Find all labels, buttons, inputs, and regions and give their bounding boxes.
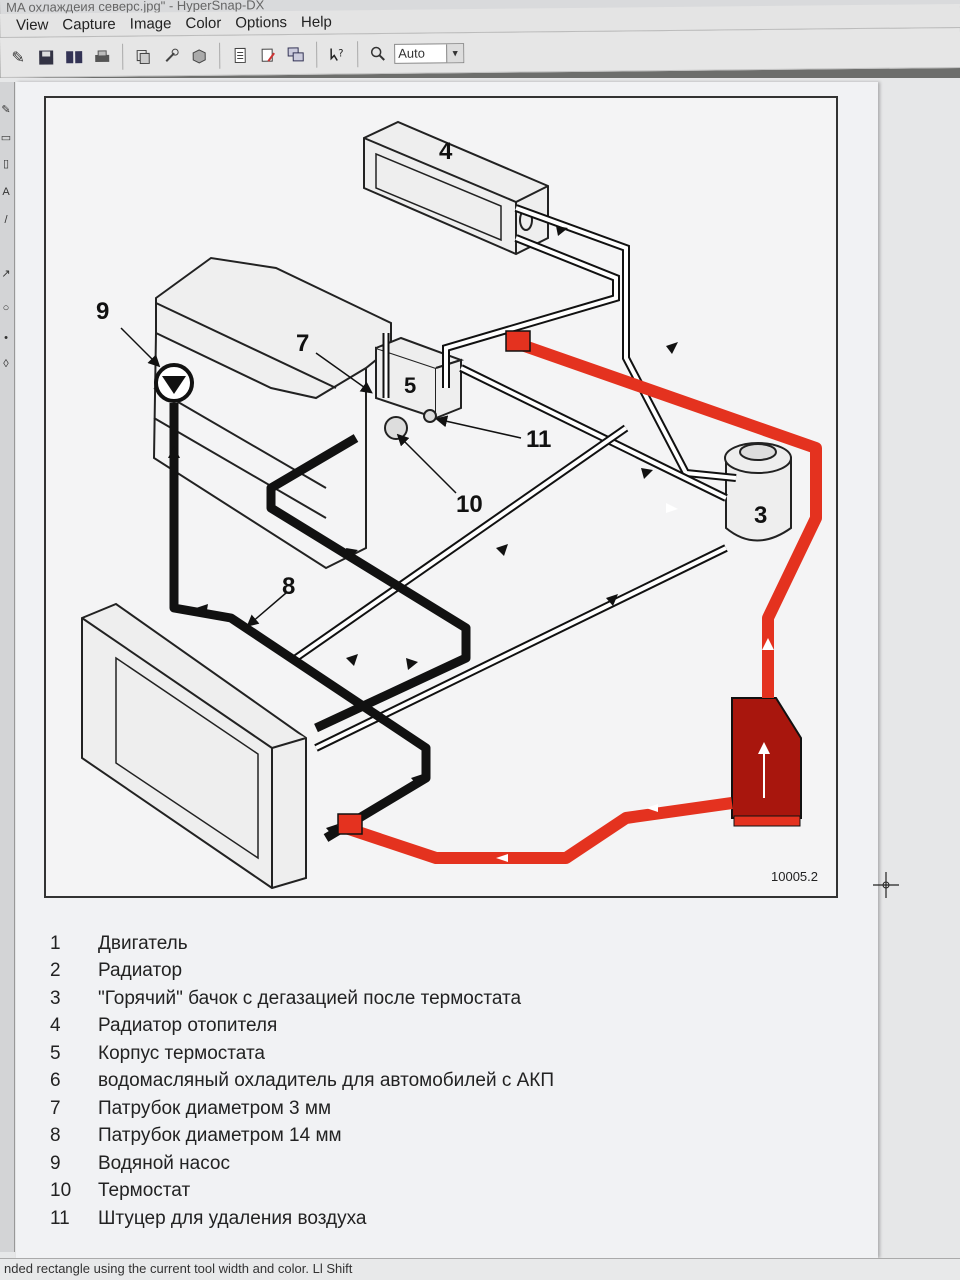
copy-icon[interactable] <box>131 44 155 68</box>
save-icon[interactable] <box>34 45 58 69</box>
menu-options[interactable]: Options <box>235 13 288 32</box>
crosshair-cursor-icon <box>873 872 899 898</box>
hot-hose-fittings <box>337 330 531 835</box>
toolbar-separator <box>357 40 359 67</box>
callout-7: 7 <box>296 330 310 357</box>
toolbar: ✎ ? Auto ▼ <box>0 27 960 78</box>
legend-text: Корпус термостата <box>98 1042 266 1064</box>
legend-number: 2 <box>50 960 61 982</box>
legend-text: "Горячий" бачок с дегазацией после термо… <box>98 987 522 1009</box>
zoom-icon[interactable] <box>366 41 390 65</box>
legend-number: 5 <box>50 1042 61 1064</box>
ellipse-icon[interactable]: ○ <box>2 302 10 314</box>
legend-item: 9 Водяной насос <box>48 1150 788 1178</box>
menu-image[interactable]: Image <box>129 15 172 33</box>
menu-view[interactable]: View <box>16 16 49 34</box>
legend-item: 1 Двигатель <box>48 930 788 958</box>
legend-text: Водяной насос <box>98 1152 230 1174</box>
legend-number: 10 <box>50 1180 72 1202</box>
text-icon[interactable]: A <box>2 186 10 198</box>
legend-number: 1 <box>50 932 61 954</box>
toolbar-separator <box>316 41 318 68</box>
legend-text: водомасляный охладитель для автомобилей … <box>98 1070 555 1092</box>
cooling-diagram: 4 9 7 5 11 10 3 8 10005.2 <box>44 96 838 898</box>
dot-icon[interactable]: • <box>4 332 8 344</box>
figure-id: 10005.2 <box>771 869 818 884</box>
line-icon[interactable]: / <box>4 214 8 226</box>
legend-text: Термостат <box>98 1180 191 1202</box>
tools-icon[interactable] <box>159 44 183 68</box>
heater-radiator <box>363 120 549 256</box>
document-icon[interactable] <box>228 43 252 67</box>
eraser-icon[interactable]: ◊ <box>3 358 9 370</box>
legend-text: Радиатор отопителя <box>98 1015 278 1037</box>
open-book-icon[interactable] <box>62 45 86 69</box>
menu-help[interactable]: Help <box>300 13 332 31</box>
flow-arrows <box>168 226 678 836</box>
legend-text: Штуцер для удаления воздуха <box>98 1207 367 1229</box>
legend-number: 9 <box>50 1152 61 1174</box>
arrow-icon[interactable]: ↗ <box>1 268 11 280</box>
callout-4: 4 <box>439 138 453 165</box>
callout-leaders <box>120 327 522 627</box>
oil-cooler <box>731 697 802 827</box>
callout-8: 8 <box>282 573 296 600</box>
zoom-value: Auto <box>398 45 426 61</box>
callout-3: 3 <box>754 502 768 529</box>
legend-number: 8 <box>50 1125 61 1147</box>
legend-number: 7 <box>50 1097 61 1119</box>
legend-text: Двигатель <box>98 932 188 954</box>
svg-text:?: ? <box>338 48 343 59</box>
help-pointer-icon[interactable]: ? <box>325 42 349 66</box>
toolbar-separator <box>219 42 221 69</box>
legend-text: Патрубок диаметром 14 мм <box>98 1125 342 1147</box>
legend-text: Радиатор <box>98 960 183 982</box>
box-icon[interactable] <box>187 43 211 67</box>
legend-item: 2 Радиатор <box>48 958 788 986</box>
callout-5: 5 <box>404 373 417 398</box>
left-tool-panel: ✎ ▭ ▯ A / ↗ ○ • ◊ <box>0 82 15 1252</box>
windows-icon[interactable] <box>284 42 308 66</box>
status-bar: nded rectangle using the current tool wi… <box>0 1258 960 1280</box>
legend-item: 11 Штуцер для удаления воздуха <box>48 1205 788 1233</box>
callout-11: 11 <box>526 426 552 453</box>
rectangle-icon[interactable]: ▭ <box>0 132 12 144</box>
menu-capture[interactable]: Capture <box>62 15 116 34</box>
black-hoses <box>169 403 471 842</box>
legend-item: 6 водомасляный охладитель для автомобиле… <box>48 1068 788 1096</box>
legend-item: 8 Патрубок диаметром 14 мм <box>48 1123 788 1151</box>
legend-number: 11 <box>50 1207 70 1229</box>
pencil-icon[interactable]: ✎ <box>1 104 11 116</box>
legend-item: 4 Радиатор отопителя <box>48 1013 788 1041</box>
legend-number: 3 <box>50 987 61 1009</box>
legend-number: 6 <box>50 1070 61 1092</box>
chevron-down-icon[interactable]: ▼ <box>446 43 464 62</box>
legend-item: 7 Патрубок диаметром 3 мм <box>48 1095 788 1123</box>
toolbar-separator <box>122 43 124 70</box>
callout-10: 10 <box>456 491 483 518</box>
draw-tool-icon[interactable]: ✎ <box>11 49 26 67</box>
legend: 1 Двигатель 2 Радиатор 3 "Горячий" бачок… <box>48 930 788 1233</box>
main-radiator <box>81 602 307 890</box>
edit-document-icon[interactable] <box>256 43 280 67</box>
engine-block <box>152 256 392 570</box>
small-pipes <box>293 204 737 752</box>
legend-text: Патрубок диаметром 3 мм <box>98 1097 332 1119</box>
print-icon[interactable] <box>90 44 114 68</box>
flow-arrows-white <box>496 503 774 862</box>
zoom-select[interactable]: Auto ▼ <box>394 42 465 64</box>
degassing-tank <box>724 442 792 542</box>
legend-number: 4 <box>50 1015 61 1037</box>
cooling-system-drawing <box>81 120 822 890</box>
legend-item: 5 Корпус термостата <box>48 1040 788 1068</box>
water-pump <box>154 363 194 403</box>
select-icon[interactable]: ▯ <box>2 158 10 170</box>
legend-item: 3 "Горячий" бачок с дегазацией после тер… <box>48 985 788 1013</box>
menu-color[interactable]: Color <box>185 14 222 33</box>
legend-item: 10 Термостат <box>48 1178 788 1206</box>
callout-9: 9 <box>96 298 110 325</box>
